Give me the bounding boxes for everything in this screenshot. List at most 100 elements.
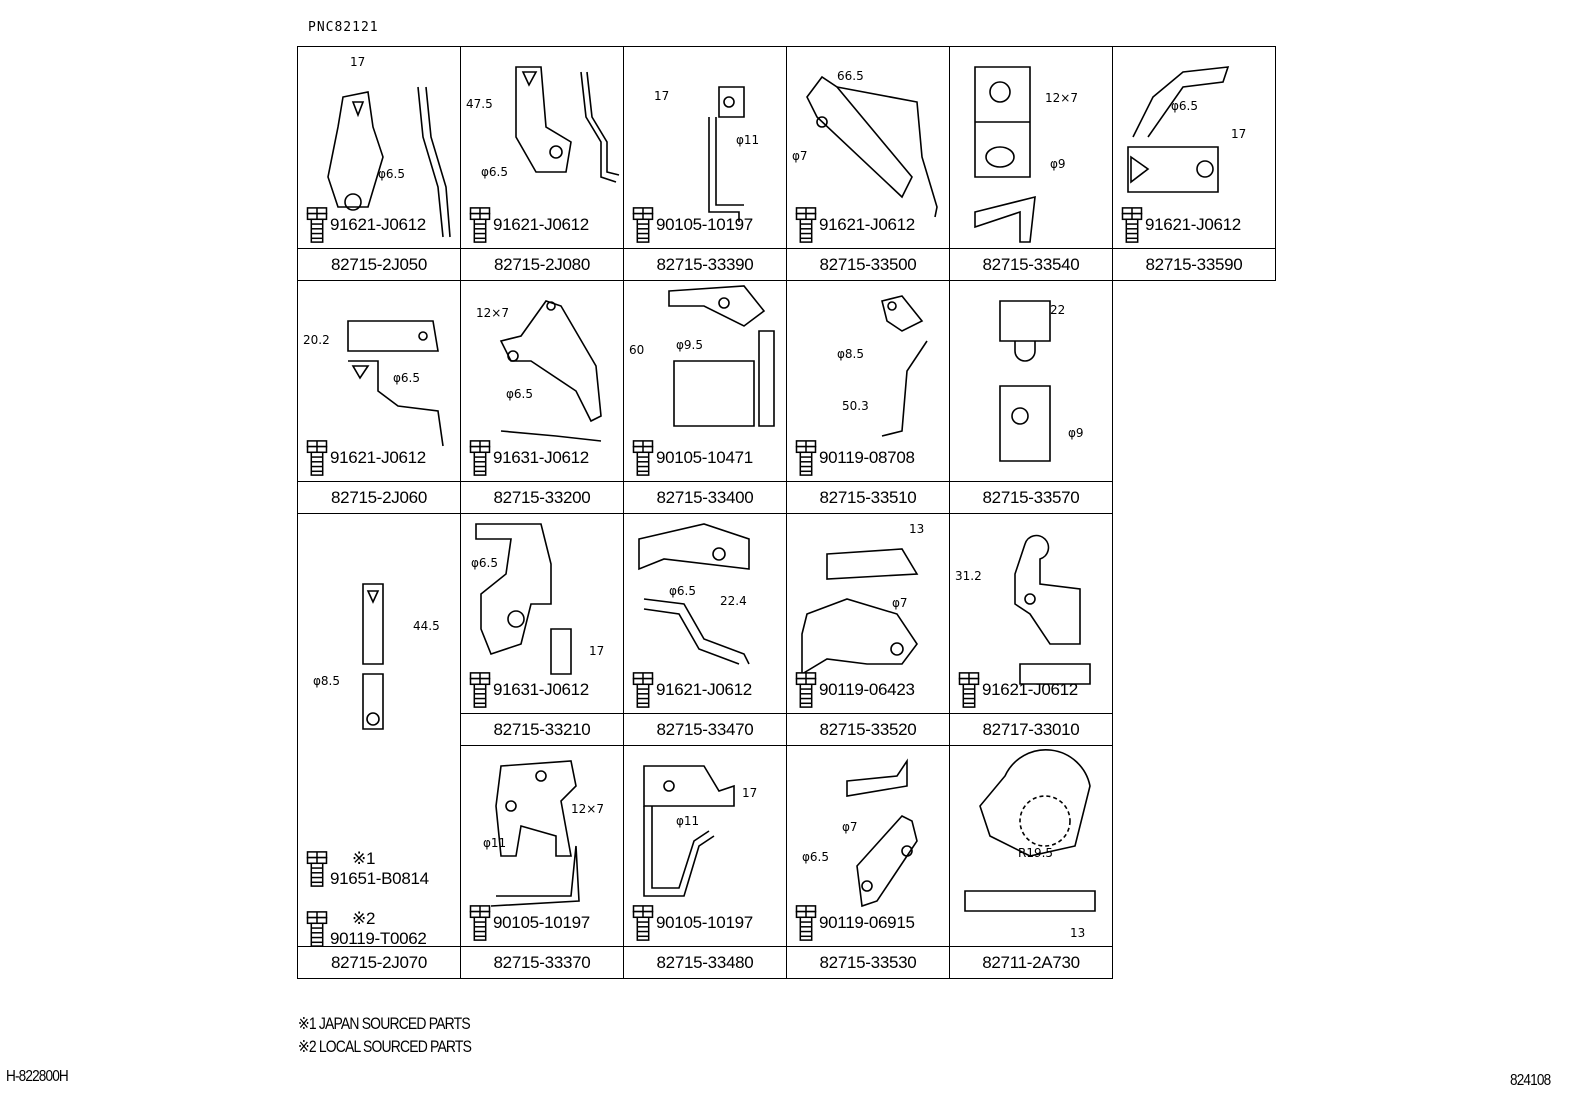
part-number[interactable]: 82715-33400: [624, 481, 786, 513]
part-number[interactable]: 82715-33200: [461, 481, 623, 513]
bolt-callout[interactable]: 91621-J0612: [467, 206, 589, 244]
part-drawing: [327, 86, 451, 238]
bolt-callout[interactable]: 91621-J0612: [956, 671, 1078, 709]
part-number[interactable]: 82715-33510: [787, 481, 949, 513]
source-mark: ※2: [352, 909, 376, 928]
bolt-number: 90119-T0062: [330, 929, 427, 948]
bolt-icon: [632, 905, 654, 941]
part-number[interactable]: 82715-33210: [461, 713, 623, 745]
bolt-callout[interactable]: 90105-10197: [630, 904, 753, 942]
bolt-callout[interactable]: 90119-06915: [793, 904, 915, 942]
part-drawing: [499, 300, 602, 442]
dimension-label: φ6.5: [506, 387, 533, 401]
part-drawing: [708, 86, 745, 222]
bolt-callout[interactable]: 90119-06423: [793, 671, 915, 709]
part-number[interactable]: 82715-33570: [950, 481, 1112, 513]
part-drawing: [362, 583, 384, 730]
bolt-number: 90119-06423: [819, 680, 915, 699]
bolt-number: 91631-J0612: [493, 680, 589, 699]
bolt-number: 91621-J0612: [330, 448, 426, 467]
bolt-number: 91621-J0612: [982, 680, 1078, 699]
bolt-icon: [795, 440, 817, 476]
part-number[interactable]: 82711-2A730: [950, 946, 1112, 978]
part-number[interactable]: 82717-33010: [950, 713, 1112, 745]
bolt-number: 91621-J0612: [493, 215, 589, 234]
dimension-label: 13: [1070, 926, 1086, 940]
part-cell[interactable]: φ6.5 17 91621-J0612 82715-33590: [1112, 46, 1276, 281]
bolt-callout[interactable]: 91621-J0612: [793, 206, 915, 244]
bolt-callout[interactable]: 91621-J0612: [630, 671, 752, 709]
bolt-callout[interactable]: 91621-J0612: [304, 206, 426, 244]
note-japan: ※1 JAPAN SOURCED PARTS: [298, 1014, 471, 1033]
bolt-number: 91651-B0814: [330, 869, 429, 888]
bolt-icon: [1121, 207, 1143, 243]
bolt-icon: [632, 440, 654, 476]
bolt-icon: [306, 851, 328, 887]
bolt-icon: [469, 207, 491, 243]
dimension-label: φ6.5: [669, 584, 696, 598]
part-number[interactable]: 82715-2J060: [298, 481, 460, 513]
part-drawing: [515, 66, 620, 183]
dimension-label: 47.5: [466, 97, 493, 111]
bolt-number: 91621-J0612: [330, 215, 426, 234]
bolt-callout[interactable]: 91621-J0612: [304, 439, 426, 477]
part-number[interactable]: 82715-33500: [787, 248, 949, 280]
bolt-callout[interactable]: 91631-J0612: [467, 671, 589, 709]
bolt-icon: [795, 905, 817, 941]
part-number[interactable]: 82715-33470: [624, 713, 786, 745]
part-number[interactable]: 82715-33530: [787, 946, 949, 978]
part-number[interactable]: 82715-33480: [624, 946, 786, 978]
dimension-label: 17: [1231, 127, 1247, 141]
dimension-label: φ6.5: [802, 850, 829, 864]
bolt-callout[interactable]: 91621-J0612: [1119, 206, 1241, 244]
part-cell[interactable]: 47.5 φ6.5 91621-J0612 82715-2J080: [460, 46, 624, 281]
part-number[interactable]: 82715-33540: [950, 248, 1112, 280]
dimension-label: 13: [909, 522, 925, 536]
bolt-icon: [306, 911, 328, 947]
dimension-label: 44.5: [413, 619, 440, 633]
bolt-number: 90105-10471: [656, 448, 753, 467]
part-number[interactable]: 82715-33520: [787, 713, 949, 745]
dimension-label: φ11: [736, 133, 760, 147]
bolt-icon: [632, 207, 654, 243]
part-number[interactable]: 82715-33390: [624, 248, 786, 280]
bolt-callout[interactable]: 90105-10197: [467, 904, 590, 942]
bolt-callout[interactable]: 90105-10197: [630, 206, 753, 244]
part-number[interactable]: 82715-33590: [1113, 248, 1275, 280]
dimension-label: φ9: [1050, 157, 1066, 171]
bolt-callout[interactable]: 90105-10471: [630, 439, 753, 477]
bolt-icon: [469, 672, 491, 708]
dimension-label: φ6.5: [481, 165, 508, 179]
dimension-label: φ6.5: [1171, 99, 1198, 113]
part-cell[interactable]: 12×7 φ9 82715-33540: [949, 46, 1113, 281]
part-number[interactable]: 82715-2J070: [298, 946, 460, 978]
part-number[interactable]: 82715-2J080: [461, 248, 623, 280]
dimension-label: 22: [1050, 303, 1066, 317]
bolt-callout[interactable]: 91631-J0612: [467, 439, 589, 477]
part-number[interactable]: 82715-2J050: [298, 248, 460, 280]
dimension-label: 12×7: [1045, 91, 1078, 105]
part-number[interactable]: 82715-33370: [461, 946, 623, 978]
bolt-callout[interactable]: 90119-08708: [793, 439, 915, 477]
dimension-label: 17: [589, 644, 605, 658]
dimension-label: φ9.5: [676, 338, 703, 352]
